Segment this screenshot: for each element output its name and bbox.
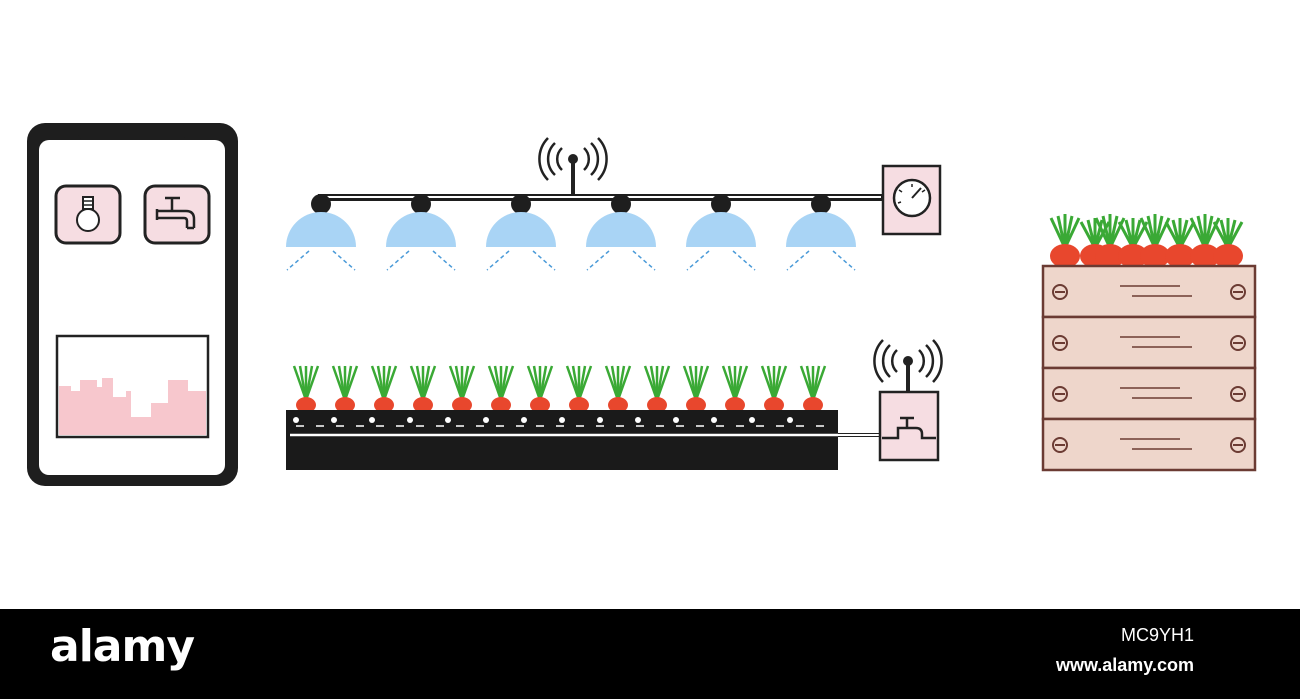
water-valve-icon[interactable] xyxy=(878,390,940,462)
footer-bar: alamy MC9YH1 www.alamy.com xyxy=(0,609,1300,699)
harvest-carrot xyxy=(1164,218,1196,268)
image-id: MC9YH1 xyxy=(1120,625,1194,645)
crate-board xyxy=(1041,366,1257,421)
grow-lamp xyxy=(686,194,756,271)
harvest-carrot xyxy=(1049,214,1081,268)
carrot-plant xyxy=(604,365,632,413)
carrot-plant xyxy=(643,365,671,413)
grow-light-rail xyxy=(286,137,942,271)
garden-bed xyxy=(286,339,943,470)
brand-logo: alamy xyxy=(50,621,195,672)
harvested-carrots xyxy=(1049,214,1244,268)
grow-lamp xyxy=(786,194,856,271)
grow-lamp xyxy=(486,194,556,271)
smart-farm-illustration xyxy=(27,123,1257,486)
crate-board xyxy=(1041,315,1257,370)
carrot-plant xyxy=(721,365,749,413)
carrot-plant xyxy=(760,365,788,413)
carrot-plant xyxy=(370,365,398,413)
harvest-carrot xyxy=(1094,214,1126,268)
carrot-plant xyxy=(799,365,827,413)
smartphone xyxy=(27,123,238,486)
grow-lamp xyxy=(286,194,356,271)
lightbulb-icon[interactable] xyxy=(54,184,122,245)
grow-lamp xyxy=(386,194,456,271)
crate-board xyxy=(1041,264,1257,319)
phone-chart xyxy=(55,334,210,439)
harvest-carrot xyxy=(1139,214,1171,268)
carrot-plant xyxy=(448,365,476,413)
harvest-crate xyxy=(1041,214,1257,472)
carrot-plant xyxy=(292,365,320,413)
carrot-plant xyxy=(331,365,359,413)
wifi-signal-icon xyxy=(873,339,943,393)
drip-irrigation-line xyxy=(293,417,824,427)
site-url: www.alamy.com xyxy=(1055,655,1194,675)
gauge-icon[interactable] xyxy=(881,164,942,236)
carrot-plant xyxy=(682,365,710,413)
grow-lamps xyxy=(286,194,856,271)
harvest-carrot xyxy=(1189,214,1221,268)
carrot-plant xyxy=(409,365,437,413)
carrot-plant xyxy=(487,365,515,413)
harvest-carrot xyxy=(1212,218,1244,268)
wifi-signal-icon xyxy=(538,137,608,196)
carrot-plant xyxy=(526,365,554,413)
water-tap-icon[interactable] xyxy=(143,184,211,245)
carrot-plants xyxy=(292,365,827,413)
grow-lamp xyxy=(586,194,656,271)
carrot-plant xyxy=(565,365,593,413)
crate-board xyxy=(1041,417,1257,472)
